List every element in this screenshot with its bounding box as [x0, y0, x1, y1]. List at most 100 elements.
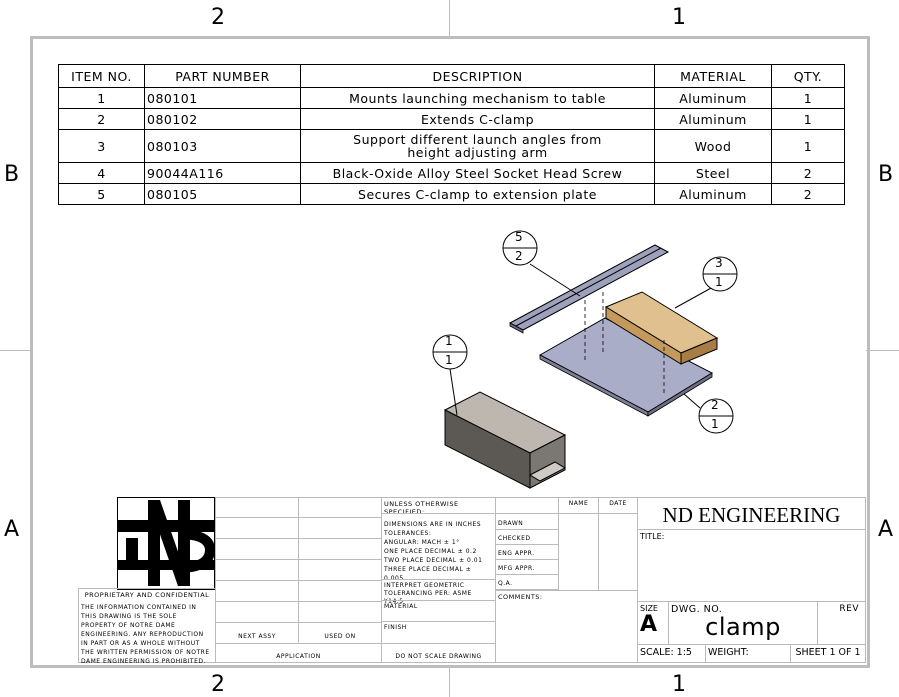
size-label: SIZE	[640, 604, 658, 613]
part-number: 080102	[144, 108, 301, 130]
hinge-plate	[508, 244, 670, 334]
drawing-border	[30, 36, 870, 668]
zone-label: A	[4, 517, 20, 542]
tolerances-block: DIMENSIONS ARE IN INCHES TOLERANCES: ANG…	[381, 513, 496, 582]
bill-of-materials: ITEM NO. PART NUMBER DESCRIPTION MATERIA…	[58, 64, 845, 205]
dwg-no-label: DWG. NO.	[671, 604, 723, 615]
scale-label: SCALE: 1:5	[637, 644, 706, 663]
cell	[495, 497, 559, 514]
weight-label: WEIGHT:	[705, 644, 791, 663]
balloon-item: 5	[515, 230, 523, 244]
cell	[298, 601, 382, 623]
finish-label: FINISH	[381, 621, 496, 644]
part-number: 080103	[144, 129, 301, 163]
balloon-item: 1	[445, 334, 453, 348]
geometric-tolerancing: INTERPRET GEOMETRIC TOLERANCING PER: ASM…	[381, 579, 496, 605]
material-label: MATERIAL	[381, 600, 496, 622]
tolerance-line: DIMENSIONS ARE IN INCHES	[384, 521, 482, 528]
cell	[215, 497, 299, 518]
company-logo	[117, 497, 216, 590]
zone-label: A	[878, 517, 894, 542]
description: Secures C-clamp to extension plate	[300, 183, 655, 205]
unless-specified: UNLESS OTHERWISE SPECIFIED:	[381, 497, 496, 516]
balloon-qty: 1	[715, 275, 723, 289]
rev-label: REV	[817, 601, 866, 645]
nd-monogram-logo	[118, 500, 216, 586]
zone-divider	[866, 350, 899, 351]
date-header: DATE	[598, 497, 638, 514]
zone-label: B	[4, 162, 20, 187]
cell	[215, 601, 299, 623]
do-not-scale-label: DO NOT SCALE DRAWING	[381, 643, 496, 663]
material: Aluminum	[654, 108, 772, 130]
zone-label: 2	[211, 5, 225, 30]
balloon-item: 2	[711, 398, 719, 412]
balloon-5	[502, 230, 538, 266]
name-column	[558, 513, 599, 591]
material: Aluminum	[654, 183, 772, 205]
cell	[298, 497, 382, 518]
description: Mounts launching mechanism to table	[300, 87, 655, 109]
balloon-qty: 1	[711, 417, 719, 431]
zone-label: 1	[672, 5, 686, 30]
proprietary-title: PROPRIETARY AND CONFIDENTIAL	[84, 591, 210, 599]
zone-divider	[449, 665, 450, 697]
role-eng-appr: ENG APPR.	[495, 544, 559, 560]
description: Extends C-clamp	[300, 108, 655, 130]
screw-centerlines	[584, 292, 665, 395]
description: Black-Oxide Alloy Steel Socket Head Scre…	[300, 162, 655, 184]
role-drawn: DRAWN	[495, 513, 559, 530]
zone-divider	[0, 350, 30, 351]
cell	[215, 517, 299, 539]
balloon-item: 3	[715, 256, 723, 270]
cell	[215, 559, 299, 581]
application-label: APPLICATION	[215, 643, 382, 663]
header-item-no: ITEM NO.	[58, 64, 145, 88]
description: Support different launch angles from hei…	[300, 129, 655, 163]
sheet-label: SHEET 1 OF 1	[790, 644, 866, 663]
part-number: 90044A116	[144, 162, 301, 184]
wood-block	[604, 291, 719, 365]
dwg-no-value: clamp	[705, 613, 781, 641]
balloon-qty: 1	[445, 353, 453, 367]
proprietary-notice: PROPRIETARY AND CONFIDENTIAL THE INFORMA…	[78, 588, 216, 665]
tolerance-line: TWO PLACE DECIMAL ± 0.01	[384, 557, 483, 564]
tolerance-line: ANGULAR: MACH ± 1°	[384, 539, 460, 546]
name-header: NAME	[558, 497, 599, 514]
balloon-2	[698, 398, 734, 434]
date-column	[598, 513, 638, 591]
role-mfg-appr: MFG APPR.	[495, 559, 559, 575]
balloon-3	[702, 256, 738, 292]
size-cell: SIZE A	[637, 601, 669, 645]
dwg-no-cell: DWG. NO. clamp	[668, 601, 818, 645]
qty: 2	[771, 183, 845, 205]
tolerance-line: TOLERANCES:	[384, 530, 432, 537]
proprietary-text: THE INFORMATION CONTAINED IN THIS DRAWIN…	[81, 604, 210, 665]
zone-label: 2	[211, 672, 225, 697]
next-assy-label: NEXT ASSY	[215, 622, 299, 644]
tolerance-line: ONE PLACE DECIMAL ± 0.2	[384, 548, 477, 555]
extension-plate	[538, 317, 714, 417]
title-label: TITLE:	[637, 529, 866, 602]
cell	[298, 538, 382, 560]
used-on-label: USED ON	[298, 622, 382, 644]
balloon-1	[432, 334, 468, 370]
zone-divider	[449, 0, 450, 36]
tolerance-line: THREE PLACE DECIMAL ± 0.005	[384, 566, 472, 582]
role-checked: CHECKED	[495, 529, 559, 545]
cell	[298, 580, 382, 602]
size-value: A	[640, 612, 658, 637]
header-material: MATERIAL	[654, 64, 772, 88]
zone-label: B	[878, 162, 894, 187]
cell	[215, 538, 299, 560]
role-qa: Q.A.	[495, 574, 559, 590]
cell	[298, 517, 382, 539]
cell	[298, 559, 382, 581]
part-number: 080101	[144, 87, 301, 109]
